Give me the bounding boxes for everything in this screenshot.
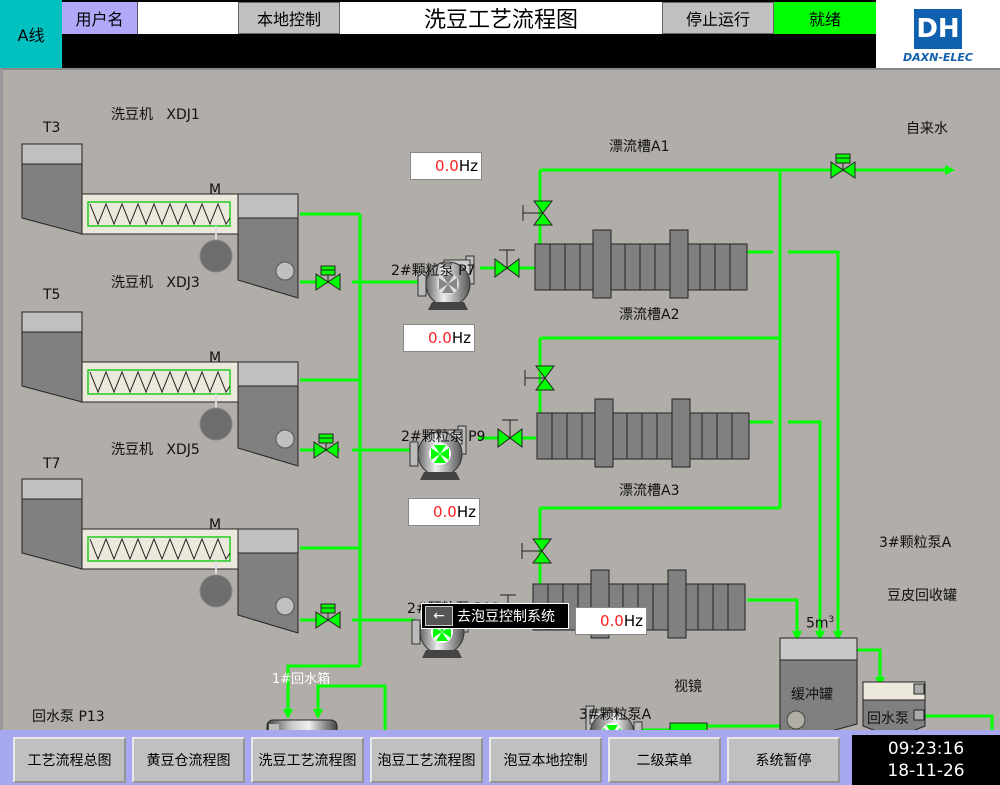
nav-washing-process[interactable]: 洗豆工艺流程图 <box>251 737 364 783</box>
nav-soaking-local[interactable]: 泡豆本地控制 <box>489 737 602 783</box>
flume-label-a3: 漂流槽A3 <box>619 483 680 499</box>
process-canvas: T3 洗豆机 XDJ1 M T5 洗豆机 XDJ3 M T7 洗豆机 XDJ5 … <box>0 68 1000 730</box>
water-valve-a1[interactable] <box>522 200 553 226</box>
washer-name-text: 洗豆机 <box>111 107 153 123</box>
pump-label-p13: 回水泵 P13 <box>32 709 105 725</box>
motor-label-2: M <box>209 350 222 366</box>
go-soak-label: 去泡豆控制系统 <box>457 609 555 625</box>
stop-run-button[interactable]: 停止运行 <box>662 2 774 34</box>
pump-3a[interactable] <box>585 705 643 730</box>
control-valve-1[interactable] <box>315 265 341 291</box>
pump-label-3a: 3#颗粒泵A <box>579 707 652 723</box>
sight-glass <box>669 722 708 730</box>
freq-value: 0.0 <box>434 157 459 175</box>
freq-value: 0.0 <box>427 329 452 347</box>
control-valve-3[interactable] <box>315 603 341 629</box>
footer-nav: 工艺流程总图 黄豆仓流程图 洗豆工艺流程图 泡豆工艺流程图 泡豆本地控制 二级菜… <box>0 730 1000 785</box>
process-diagram <box>21 143 994 730</box>
freq-value: 0.0 <box>432 503 457 521</box>
washer-id-text: XDJ3 <box>166 275 200 291</box>
water-valve-a2[interactable] <box>524 365 555 391</box>
motor-label-1: M <box>209 182 222 198</box>
motor-label-3: M <box>209 517 222 533</box>
pump-label-p7: 2#颗粒泵 P7 <box>391 263 476 279</box>
flume-a1[interactable] <box>534 229 748 299</box>
pump-label-p9: 2#颗粒泵 P9 <box>401 429 486 445</box>
volume-value: 5m <box>806 615 829 632</box>
buffer-tank[interactable] <box>779 637 858 730</box>
washer-name-2: 洗豆机 XDJ3 <box>111 272 200 292</box>
page-title: 洗豆工艺流程图 <box>340 2 662 34</box>
freq-value: 0.0 <box>599 612 624 630</box>
local-control-button[interactable]: 本地控制 <box>238 2 340 34</box>
tap-water-valve[interactable] <box>830 153 856 179</box>
return-pump-label: 回水泵 <box>867 711 909 727</box>
washer-name-3: 洗豆机 XDJ5 <box>111 439 200 459</box>
arrow-left-icon: ← <box>425 606 453 626</box>
logo-mark: DH <box>914 8 962 49</box>
flume-label-a1: 漂流槽A1 <box>609 139 670 155</box>
washer-id-text: XDJ5 <box>166 442 200 458</box>
flume-a2[interactable] <box>536 398 750 468</box>
water-valve-a3[interactable] <box>521 538 552 564</box>
go-soak-control-button[interactable]: ← 去泡豆控制系统 <box>421 603 569 629</box>
freq-unit: Hz <box>623 612 643 630</box>
flume-label-a2: 漂流槽A2 <box>619 307 680 323</box>
header-bar: A线 用户名 本地控制 洗豆工艺流程图 停止运行 就绪 DH DAXN-ELEC <box>0 0 1000 68</box>
washer-name-text: 洗豆机 <box>111 442 153 458</box>
nav-system-pause[interactable]: 系统暂停 <box>727 737 840 783</box>
nav-soybean-silo[interactable]: 黄豆仓流程图 <box>132 737 245 783</box>
pump-outlet-valve-2[interactable] <box>497 419 523 448</box>
status-badge: 就绪 <box>774 2 876 34</box>
control-valve-2[interactable] <box>313 433 339 459</box>
nav-soaking-process[interactable]: 泡豆工艺流程图 <box>370 737 483 783</box>
washer-id-text: XDJ1 <box>166 107 200 123</box>
washer-xdj5[interactable] <box>21 478 299 634</box>
tank-label-t3: T3 <box>43 120 61 136</box>
sight-glass-label: 视镜 <box>674 679 702 695</box>
pump-outlet-valve-1[interactable] <box>494 249 520 278</box>
return-tank-label: 1#回水箱 <box>272 672 331 687</box>
volume-exponent: 3 <box>828 615 835 625</box>
nav-overview[interactable]: 工艺流程总图 <box>13 737 126 783</box>
pump-p7[interactable] <box>417 255 475 311</box>
washer-name-text: 洗豆机 <box>111 275 153 291</box>
clock-display: 09:23:16 18-11-26 <box>852 735 1000 785</box>
buffer-tank-volume: 5m3 <box>806 615 834 632</box>
clock-time: 09:23:16 <box>887 739 965 759</box>
logo-text: DAXN-ELEC <box>902 50 973 64</box>
line-tag: A线 <box>0 0 62 68</box>
company-logo: DH DAXN-ELEC <box>876 0 1000 68</box>
user-label: 用户名 <box>62 2 138 34</box>
freq-unit: Hz <box>458 157 478 175</box>
hull-tank-label: 豆皮回收罐 <box>887 588 957 604</box>
return-water-tank[interactable] <box>266 719 338 730</box>
washer-name-1: 洗豆机 XDJ1 <box>111 104 200 124</box>
freq-unit: Hz <box>451 329 471 347</box>
hull-recovery-tank[interactable] <box>862 681 926 730</box>
freq-unit: Hz <box>456 503 476 521</box>
tap-water-label: 自来水 <box>906 121 948 137</box>
clock-date: 18-11-26 <box>887 761 965 781</box>
buffer-tank-label: 缓冲罐 <box>791 687 833 703</box>
pump-p9[interactable] <box>409 425 467 481</box>
pump-label-3a-top: 3#颗粒泵A <box>879 535 952 551</box>
tank-label-t5: T5 <box>43 287 61 303</box>
tank-label-t7: T7 <box>43 456 61 472</box>
user-field[interactable] <box>138 2 238 34</box>
nav-secondary-menu[interactable]: 二级菜单 <box>608 737 721 783</box>
